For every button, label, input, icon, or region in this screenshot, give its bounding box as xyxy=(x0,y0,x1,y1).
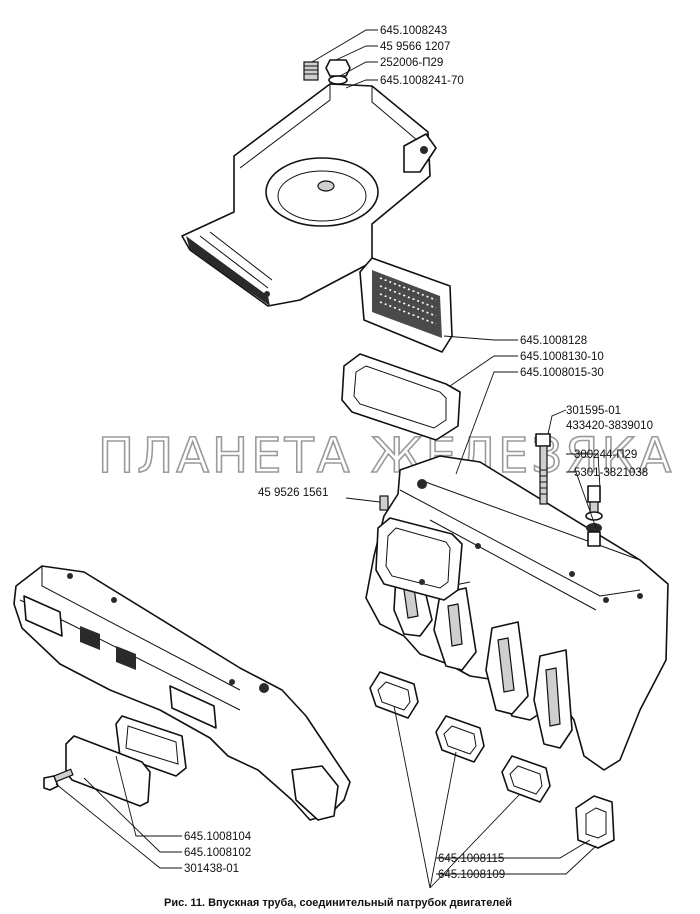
label-645-1008109: 645.1008109 xyxy=(438,869,505,881)
label-645-1008128: 645.1008128 xyxy=(520,335,587,347)
port-gaskets xyxy=(369,671,615,849)
label-645-1008015-30: 645.1008015-30 xyxy=(520,367,604,379)
small-bolt xyxy=(43,768,74,791)
label-645-1008104: 645.1008104 xyxy=(184,831,252,843)
top-fasteners xyxy=(303,59,351,85)
label-645-1008115: 645.1008115 xyxy=(438,853,504,865)
intake-cover xyxy=(181,83,437,307)
watermark: ПЛАНЕТА ЖЕЛЕЗЯКА xyxy=(98,428,674,484)
label-433420-3839010: 433420-3839010 xyxy=(566,420,653,432)
connecting-pipe xyxy=(13,565,351,821)
label-645-1008102: 645.1008102 xyxy=(184,847,251,859)
leader-lines xyxy=(55,29,601,889)
label-45-9526-1561: 45 9526 1561 xyxy=(258,487,328,499)
label-645-1008243: 645.1008243 xyxy=(380,25,447,37)
label-5301-3821038: 5301-3821038 xyxy=(574,467,648,479)
label-645-1008130-10: 645.1008130-10 xyxy=(520,351,604,363)
label-301438-01: 301438-01 xyxy=(184,863,239,875)
pipe-flange-gasket xyxy=(65,715,187,807)
intake-manifold xyxy=(365,455,669,771)
bolt-parts xyxy=(379,433,603,547)
label-252006-p29: 252006-П29 xyxy=(380,57,443,69)
label-645-1008241-70: 645.1008241-70 xyxy=(380,75,464,87)
mesh-filter xyxy=(359,257,453,353)
label-45-9566-1207: 45 9566 1207 xyxy=(380,41,450,53)
label-301595-01: 301595-01 xyxy=(566,405,621,417)
gasket-large xyxy=(341,353,461,441)
figure-caption: Рис. 11. Впускная труба, соединительный … xyxy=(164,897,512,909)
label-300244-p29: 300244-П29 xyxy=(574,449,637,461)
